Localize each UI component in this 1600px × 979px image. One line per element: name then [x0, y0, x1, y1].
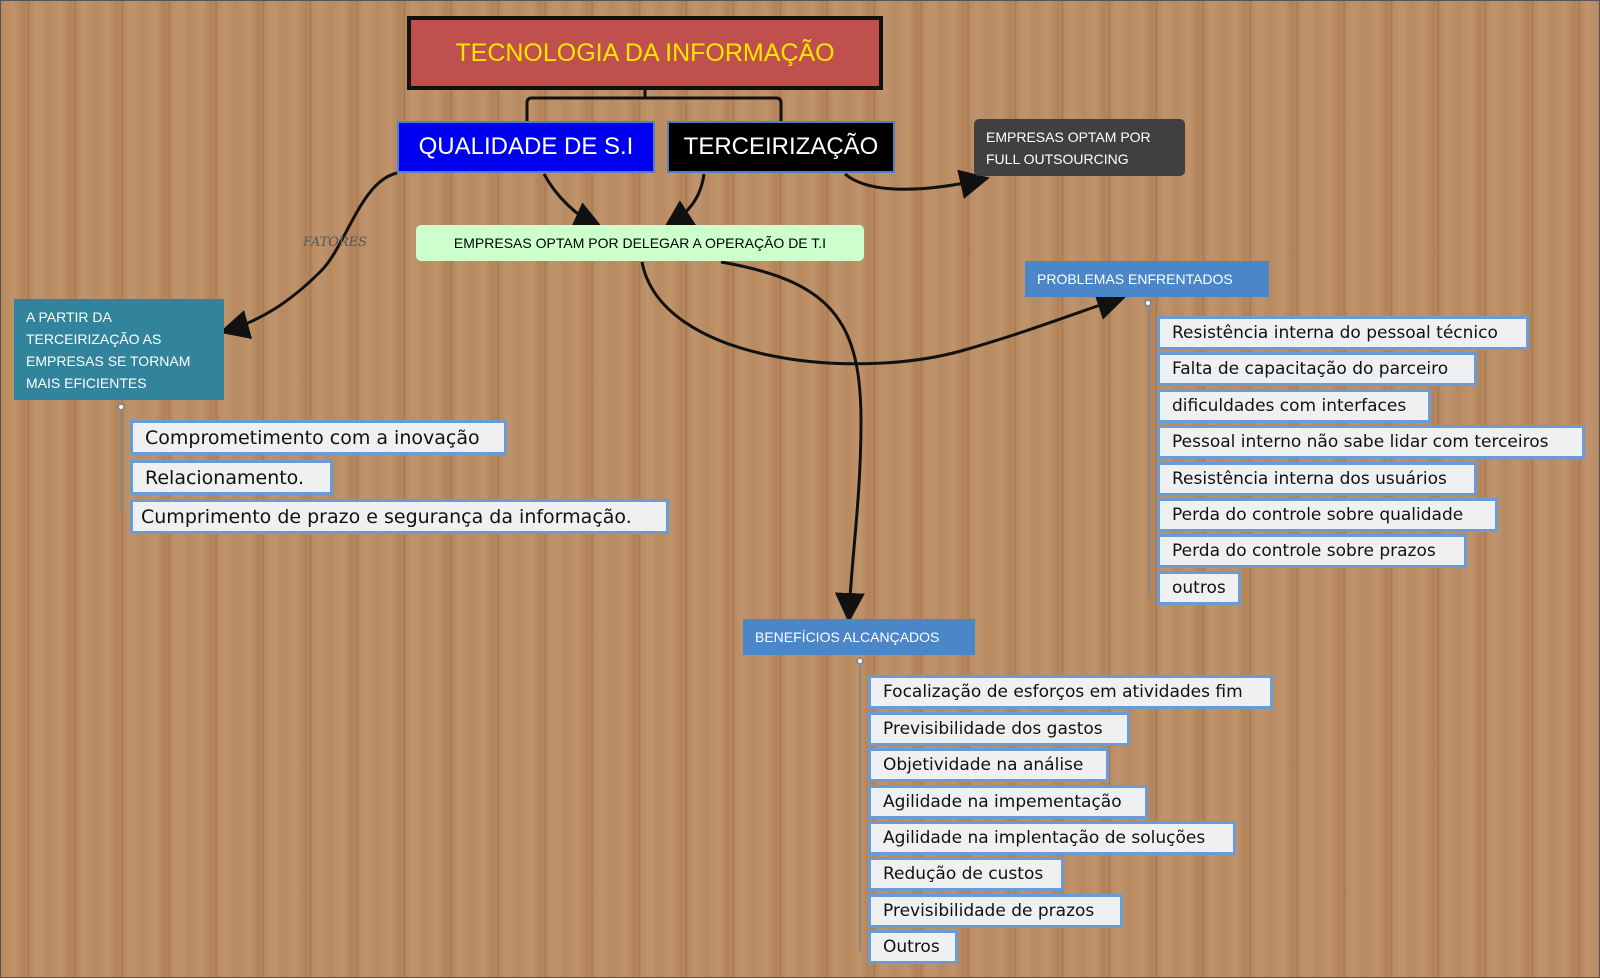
fator-item[interactable]: Relacionamento. — [130, 460, 333, 495]
a-partir-line: TERCEIRIZAÇÃO AS — [26, 330, 162, 347]
full-outsourcing-line: FULL OUTSOURCING — [986, 150, 1129, 167]
arrow-terc-delegar — [662, 173, 706, 230]
a-partir-line: EMPRESAS SE TORNAM — [26, 352, 191, 369]
topic-delegar[interactable]: EMPRESAS OPTAM POR DELEGAR A OPERAÇÃO DE… — [416, 225, 864, 261]
beneficio-item[interactable]: Redução de custos — [868, 857, 1064, 891]
problema-item[interactable]: Resistência interna dos usuários — [1157, 462, 1477, 496]
beneficio-item[interactable]: Agilidade na implentação de soluções — [868, 821, 1236, 855]
beneficio-item[interactable]: Previsibilidade dos gastos — [868, 712, 1130, 746]
fator-item[interactable]: Cumprimento de prazo e segurança da info… — [130, 499, 669, 534]
arrow-delegar-beneficios — [720, 260, 865, 623]
arrow-qual-delegar — [542, 173, 604, 230]
topic-a-partir[interactable]: A PARTIR DA TERCEIRIZAÇÃO AS EMPRESAS SE… — [14, 299, 224, 400]
a-partir-line: MAIS EFICIENTES — [26, 374, 147, 391]
problema-item[interactable]: Perda do controle sobre prazos — [1157, 534, 1467, 568]
collapse-toggle[interactable] — [117, 403, 125, 411]
topic-delegar-label: EMPRESAS OPTAM POR DELEGAR A OPERAÇÃO DE… — [453, 235, 827, 251]
a-partir-line: A PARTIR DA — [26, 308, 112, 325]
collapse-toggle[interactable] — [1144, 299, 1152, 307]
arrow-terc-full — [844, 169, 990, 199]
topic-beneficios-label: BENEFÍCIOS ALCANÇADOS — [755, 629, 940, 645]
tree-connector — [525, 90, 783, 121]
central-topic-label: TECNOLOGIA DA INFORMAÇÃO — [455, 38, 835, 67]
problema-item[interactable]: Resistência interna do pessoal técnico — [1157, 316, 1529, 350]
topic-problemas[interactable]: PROBLEMAS ENFRENTADOS — [1025, 261, 1269, 297]
collapse-toggle[interactable] — [856, 657, 864, 665]
topic-terceirizacao-label: TERCEIRIZAÇÃO — [683, 133, 879, 160]
problema-item[interactable]: Falta de capacitação do parceiro — [1157, 352, 1477, 386]
problema-item[interactable]: Pessoal interno não sabe lidar com terce… — [1157, 425, 1585, 459]
beneficio-item[interactable]: Previsibilidade de prazos — [868, 894, 1123, 928]
fator-item[interactable]: Comprometimento com a inovação — [130, 420, 507, 455]
arrow-delegar-problemas — [640, 261, 1127, 366]
beneficio-item[interactable]: Agilidade na impementação — [868, 785, 1148, 819]
full-outsourcing-line: EMPRESAS OPTAM POR — [986, 128, 1151, 145]
relationship-label-fatores: FATORES — [303, 235, 368, 250]
topic-qualidade-label: QUALIDADE DE S.I — [418, 133, 634, 160]
topic-full-outsourcing[interactable]: EMPRESAS OPTAM POR FULL OUTSOURCING — [974, 119, 1185, 176]
problema-item[interactable]: outros — [1157, 571, 1241, 605]
beneficio-item[interactable]: Outros — [868, 930, 958, 964]
beneficio-item[interactable]: Focalização de esforços em atividades fi… — [868, 675, 1273, 709]
topic-qualidade[interactable]: QUALIDADE DE S.I — [397, 121, 655, 173]
central-topic[interactable]: TECNOLOGIA DA INFORMAÇÃO — [407, 16, 883, 90]
arrow-qual-partir — [219, 171, 398, 340]
topic-beneficios[interactable]: BENEFÍCIOS ALCANÇADOS — [743, 619, 975, 655]
beneficio-item[interactable]: Objetividade na análise — [868, 748, 1109, 782]
topic-problemas-label: PROBLEMAS ENFRENTADOS — [1037, 271, 1233, 287]
problema-item[interactable]: Perda do controle sobre qualidade — [1157, 498, 1498, 532]
topic-terceirizacao[interactable]: TERCEIRIZAÇÃO — [667, 121, 895, 173]
problema-item[interactable]: dificuldades com interfaces — [1157, 389, 1431, 423]
